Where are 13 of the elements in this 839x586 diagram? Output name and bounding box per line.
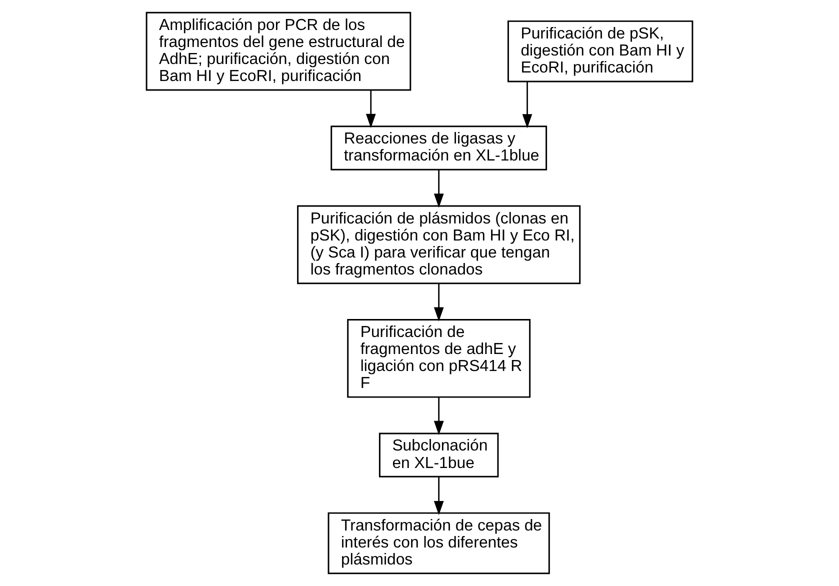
arrow: [434, 170, 444, 208]
arrow: [434, 397, 444, 436]
arrow: [434, 283, 444, 322]
node-box: Purificación de fragmentos de adhE y ligación con pRS414 R F: [347, 318, 531, 398]
node-box: Reacciones de ligasas y transformación en XL-1blue: [330, 126, 548, 170]
node-box: Amplificación por PCR de los fragmentos del gene estructural de AdhE; purificación, digestión con Bam HI y EcoRI, purificación: [146, 12, 412, 91]
arrow: [366, 90, 376, 128]
node-box: Purificación de plásmidos (clonas en pSK), digestión con Bam HI y Eco RI, (y Sca I) para verificar que tengan los fragmentos clonados: [297, 205, 581, 284]
node-box: Purificación de pSK, digestión con Bam HI y EcoRI, purificación: [507, 20, 694, 82]
arrow: [434, 476, 444, 516]
node-box: Transformación de cepas de interés con los diferentes plásmidos: [328, 512, 550, 574]
arrow: [522, 82, 532, 128]
node-box: Subclonación en XL-1bue: [378, 432, 499, 478]
